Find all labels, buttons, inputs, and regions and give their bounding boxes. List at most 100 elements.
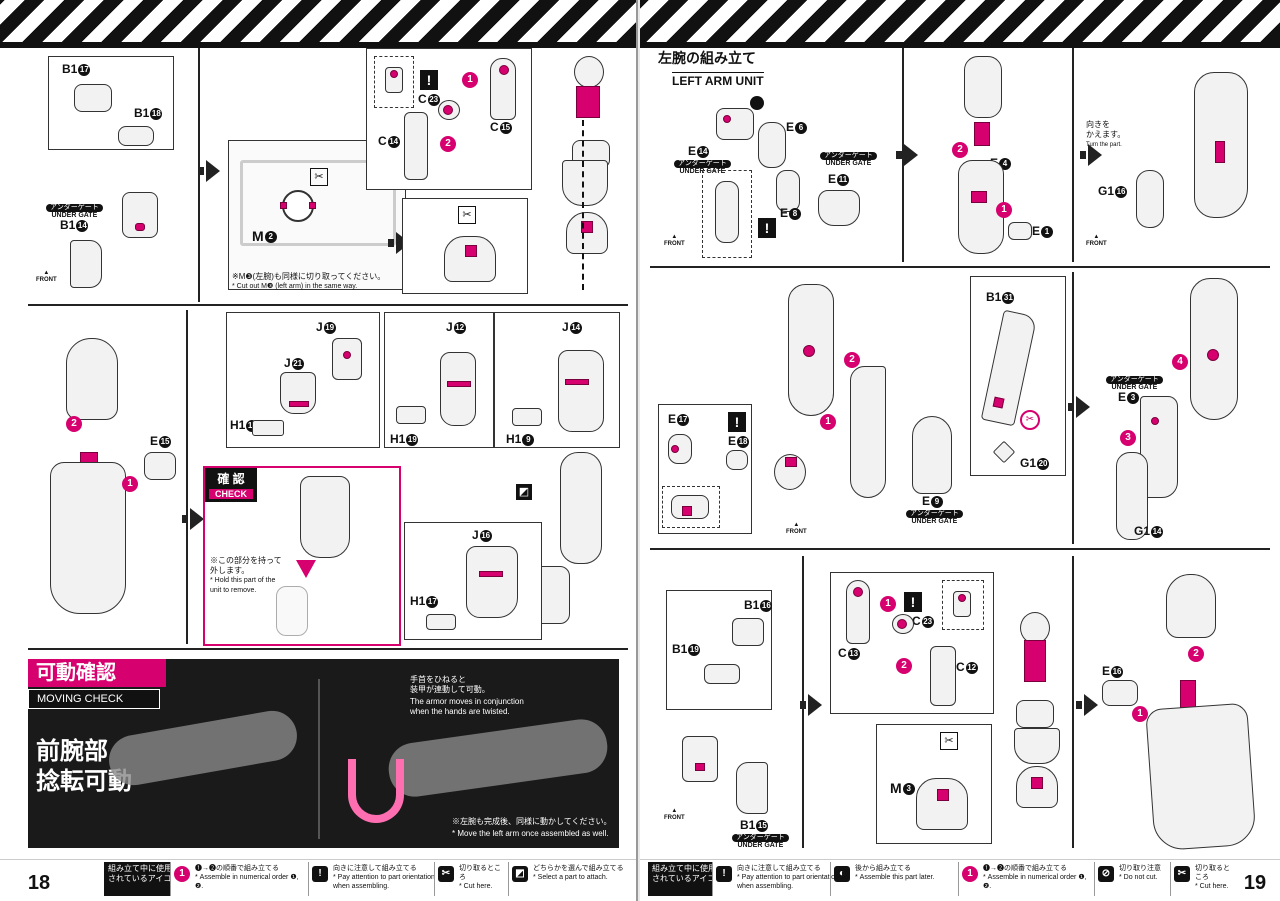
part-e14 [716,108,754,140]
section-title-en: LEFT ARM UNIT [672,72,764,88]
hand-removed [276,586,308,636]
forearm-assembled [560,452,602,564]
turn-note-jp: 向きを かえます。 [1086,120,1126,139]
part-m2 [280,190,316,222]
detail-box [662,486,720,528]
part-e8 [776,170,800,212]
elbow-assembly [964,56,1002,118]
select-part-icon: ◩ [516,484,532,500]
cut-icon: ✂ [1174,866,1190,882]
part-b1-17 [74,84,112,112]
part-j21 [280,372,316,414]
step-1-icon: 1 [462,72,478,88]
step-2-icon: 2 [1188,646,1204,662]
front-indicator: ▲FRONT [1086,234,1107,247]
step-1-icon: 1 [122,476,138,492]
runner-frame [240,160,396,246]
front-indicator: ▲FRONT [786,522,807,535]
part-j16 [466,546,518,618]
front-indicator: ▲FRONT [664,808,685,821]
page-number: 18 [27,872,51,894]
part-c23 [892,614,914,634]
forearm-shaft [1180,680,1196,708]
step-order-icon: 1 [174,866,190,882]
legend-select: ◩どちらかを選んで組み立てる* Select a part to attach. [508,862,634,896]
step-2-icon: 2 [66,416,82,432]
part-e11 [818,190,860,226]
row-divider [650,548,1270,550]
step-1-icon: 1 [996,202,1012,218]
part-e18 [726,450,748,470]
upper-arm-armor [562,160,608,206]
upper-arm-armor [1014,728,1060,764]
outer-armor [850,366,886,498]
elbow-socket [1016,700,1054,728]
part-c23 [438,100,460,120]
step-3-icon: 3 [1120,430,1136,446]
warning-icon: ! [728,412,746,432]
warning-icon: ! [420,70,438,90]
part-e17 [668,434,692,464]
detail-box [702,170,752,258]
front-indicator: ▲FRONT [664,234,685,247]
part-j14 [558,350,604,432]
step-arrow [1068,396,1090,418]
detail-box [666,590,772,710]
front-indicator: ▲FRONT [36,270,57,283]
cut-note-jp: ※M❸(左腕)も同様に切り取ってください。 [232,272,386,281]
col-divider [1072,48,1074,262]
shoulder-top [66,338,118,420]
step-2-icon: 2 [896,658,912,674]
shoulder-assembly [122,192,158,238]
part-m3 [916,778,968,830]
arm-illustration-after [385,715,611,801]
part-c14 [404,112,428,180]
cut-icon: ✂ [310,168,328,186]
part-g1-16 [1136,170,1164,228]
step-2-icon: 2 [440,136,456,152]
part-h1-19 [396,406,426,424]
bottom-note-en: * Move the left arm once assembled as we… [452,829,609,838]
part-j12 [440,352,476,426]
part-b1-14 [70,240,102,288]
step-arrow [1076,694,1098,716]
legend-orientation: !向きに注意して組み立てる* Pay attention to part ori… [712,862,839,896]
part-e15 [144,452,176,480]
twist-arrow [348,759,404,823]
arm-illustration-before [105,706,301,790]
check-note-en: * Hold this part of the unit to remove. [210,577,276,594]
legend-head: 組み立て中に使用 されているアイコン [104,862,179,896]
col-divider [902,48,904,262]
section-title-jp: 左腕の組み立て [658,50,756,66]
cut-icon: ✂ [940,732,958,750]
part-b1-16 [732,618,764,646]
cut-icon: ✂ [438,866,454,882]
step-arrow [198,160,220,182]
legend-do-not-cut: ⊘切り取り注意* Do not cut. [1094,862,1170,896]
forearm-body [50,462,126,614]
step-1-icon: 1 [820,414,836,430]
